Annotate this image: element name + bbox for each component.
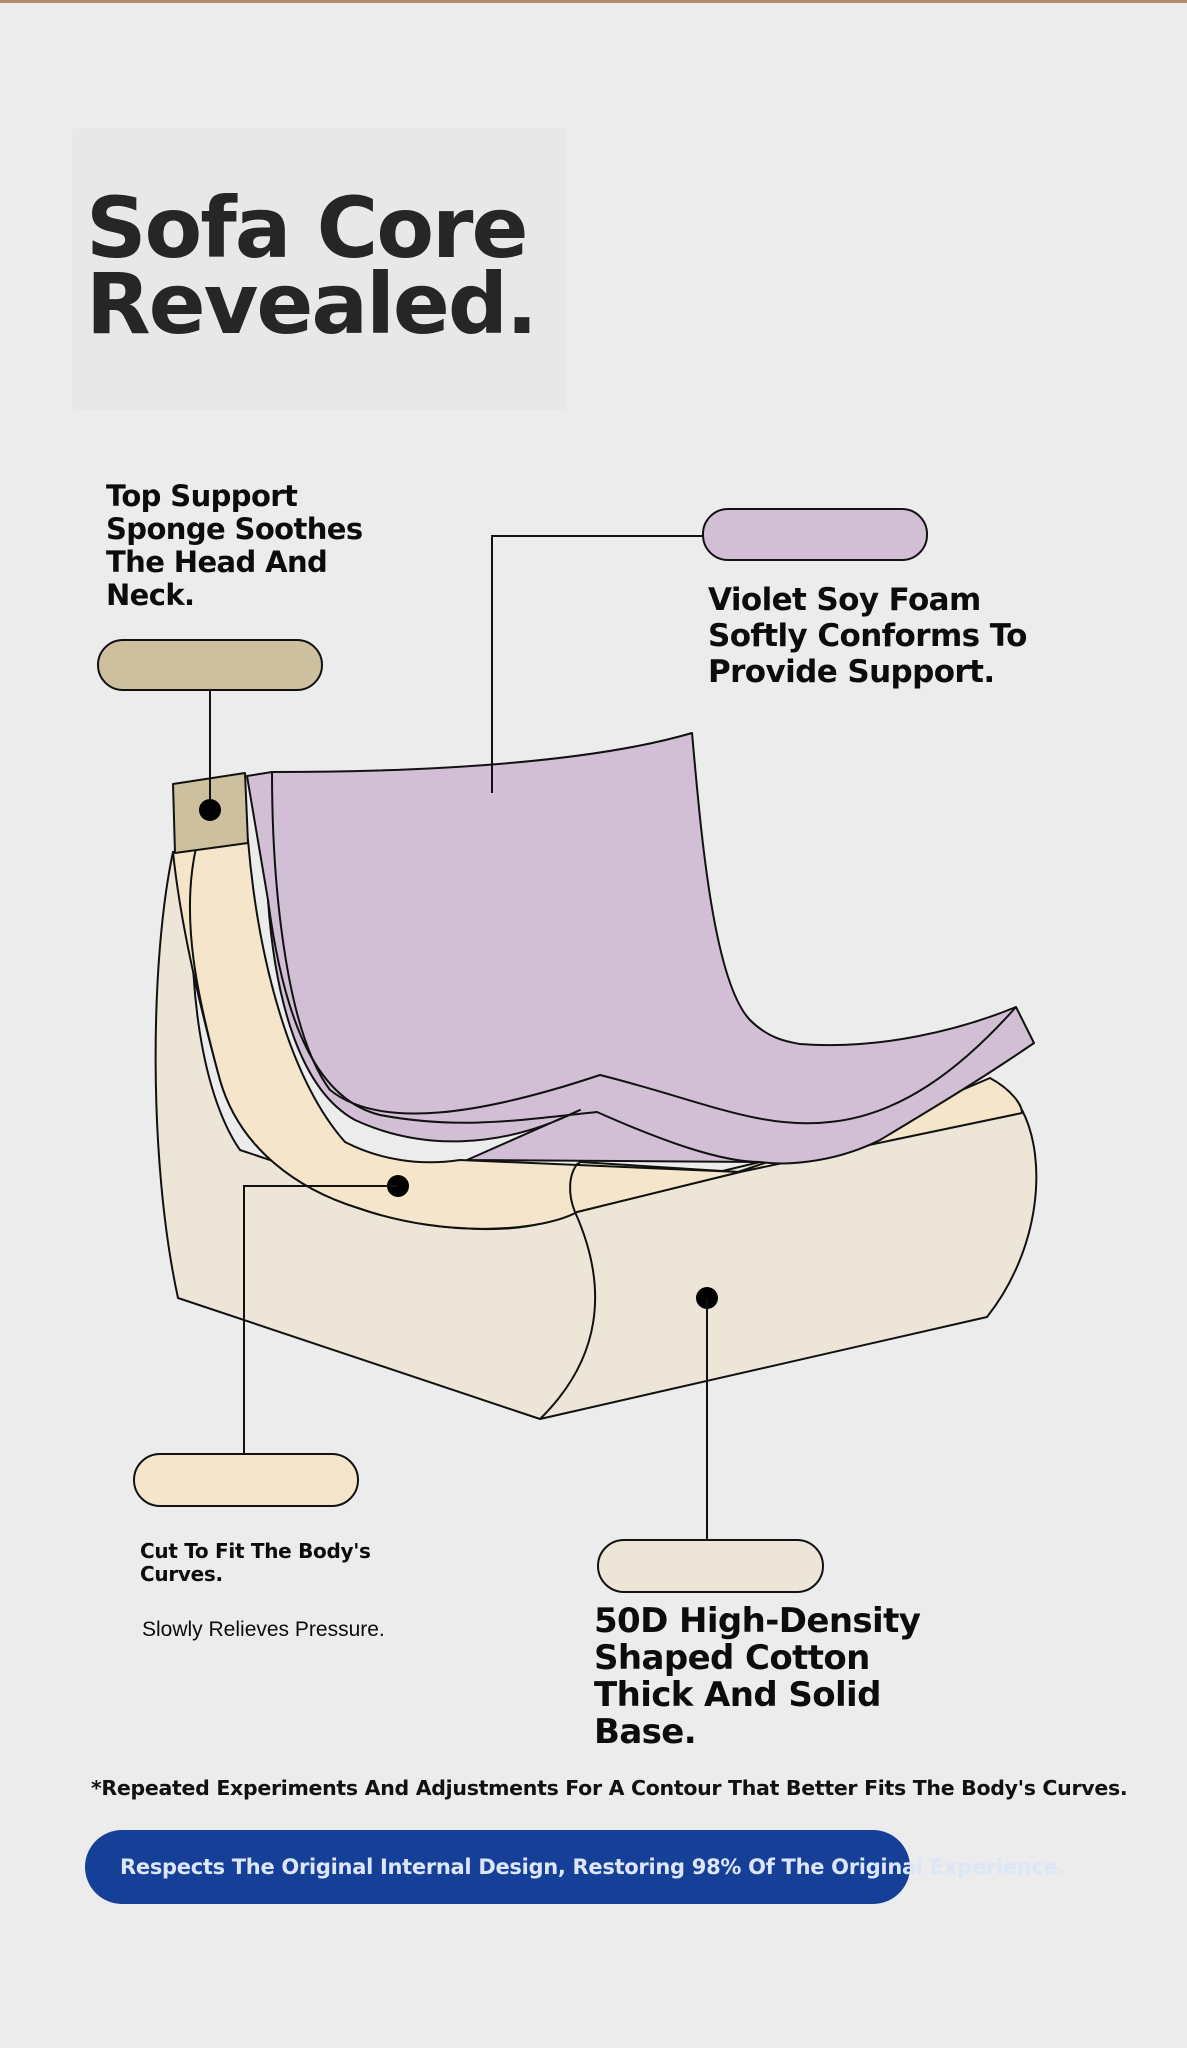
top-border-strip [0, 0, 1187, 3]
title-line-1: Sofa Core [86, 179, 528, 277]
violet-foam-lower-edge [267, 899, 761, 1163]
top-support-label: Top Support Sponge Soothes The Head And … [106, 479, 363, 612]
title-line-2: Revealed. [86, 255, 538, 353]
violet-foam-inner-edge [271, 771, 1017, 1125]
contour-fold-line [569, 1162, 579, 1213]
footnote: *Repeated Experiments And Adjustments Fo… [91, 1776, 1128, 1800]
base-cushion-fold-line [539, 1211, 597, 1420]
top-support-marker-dot [199, 799, 221, 821]
violet-foam-label: Violet Soy Foam Softly Conforms To Provi… [708, 582, 1027, 690]
top-support-pill [97, 639, 323, 691]
title-background [72, 128, 567, 410]
info-banner: Respects The Original Internal Design, R… [85, 1830, 1065, 1904]
contour-layer-front [188, 839, 741, 1230]
violet-foam-leader-line [491, 535, 703, 793]
base-label: 50D High-Density Shaped Cotton Thick And… [594, 1601, 921, 1752]
contour-sublabel: Slowly Relieves Pressure. [142, 1618, 385, 1641]
base-cushion-shape [154, 849, 1038, 1420]
violet-foam-shape [246, 732, 1035, 1165]
contour-pill [133, 1453, 359, 1507]
contour-label: Cut To Fit The Body's Curves. [140, 1539, 371, 1586]
contour-leader-line [243, 1185, 398, 1455]
violet-foam-pill [702, 508, 928, 561]
banner-text: Respects The Original Internal Design, R… [120, 1855, 1066, 1879]
base-pill [597, 1539, 824, 1593]
